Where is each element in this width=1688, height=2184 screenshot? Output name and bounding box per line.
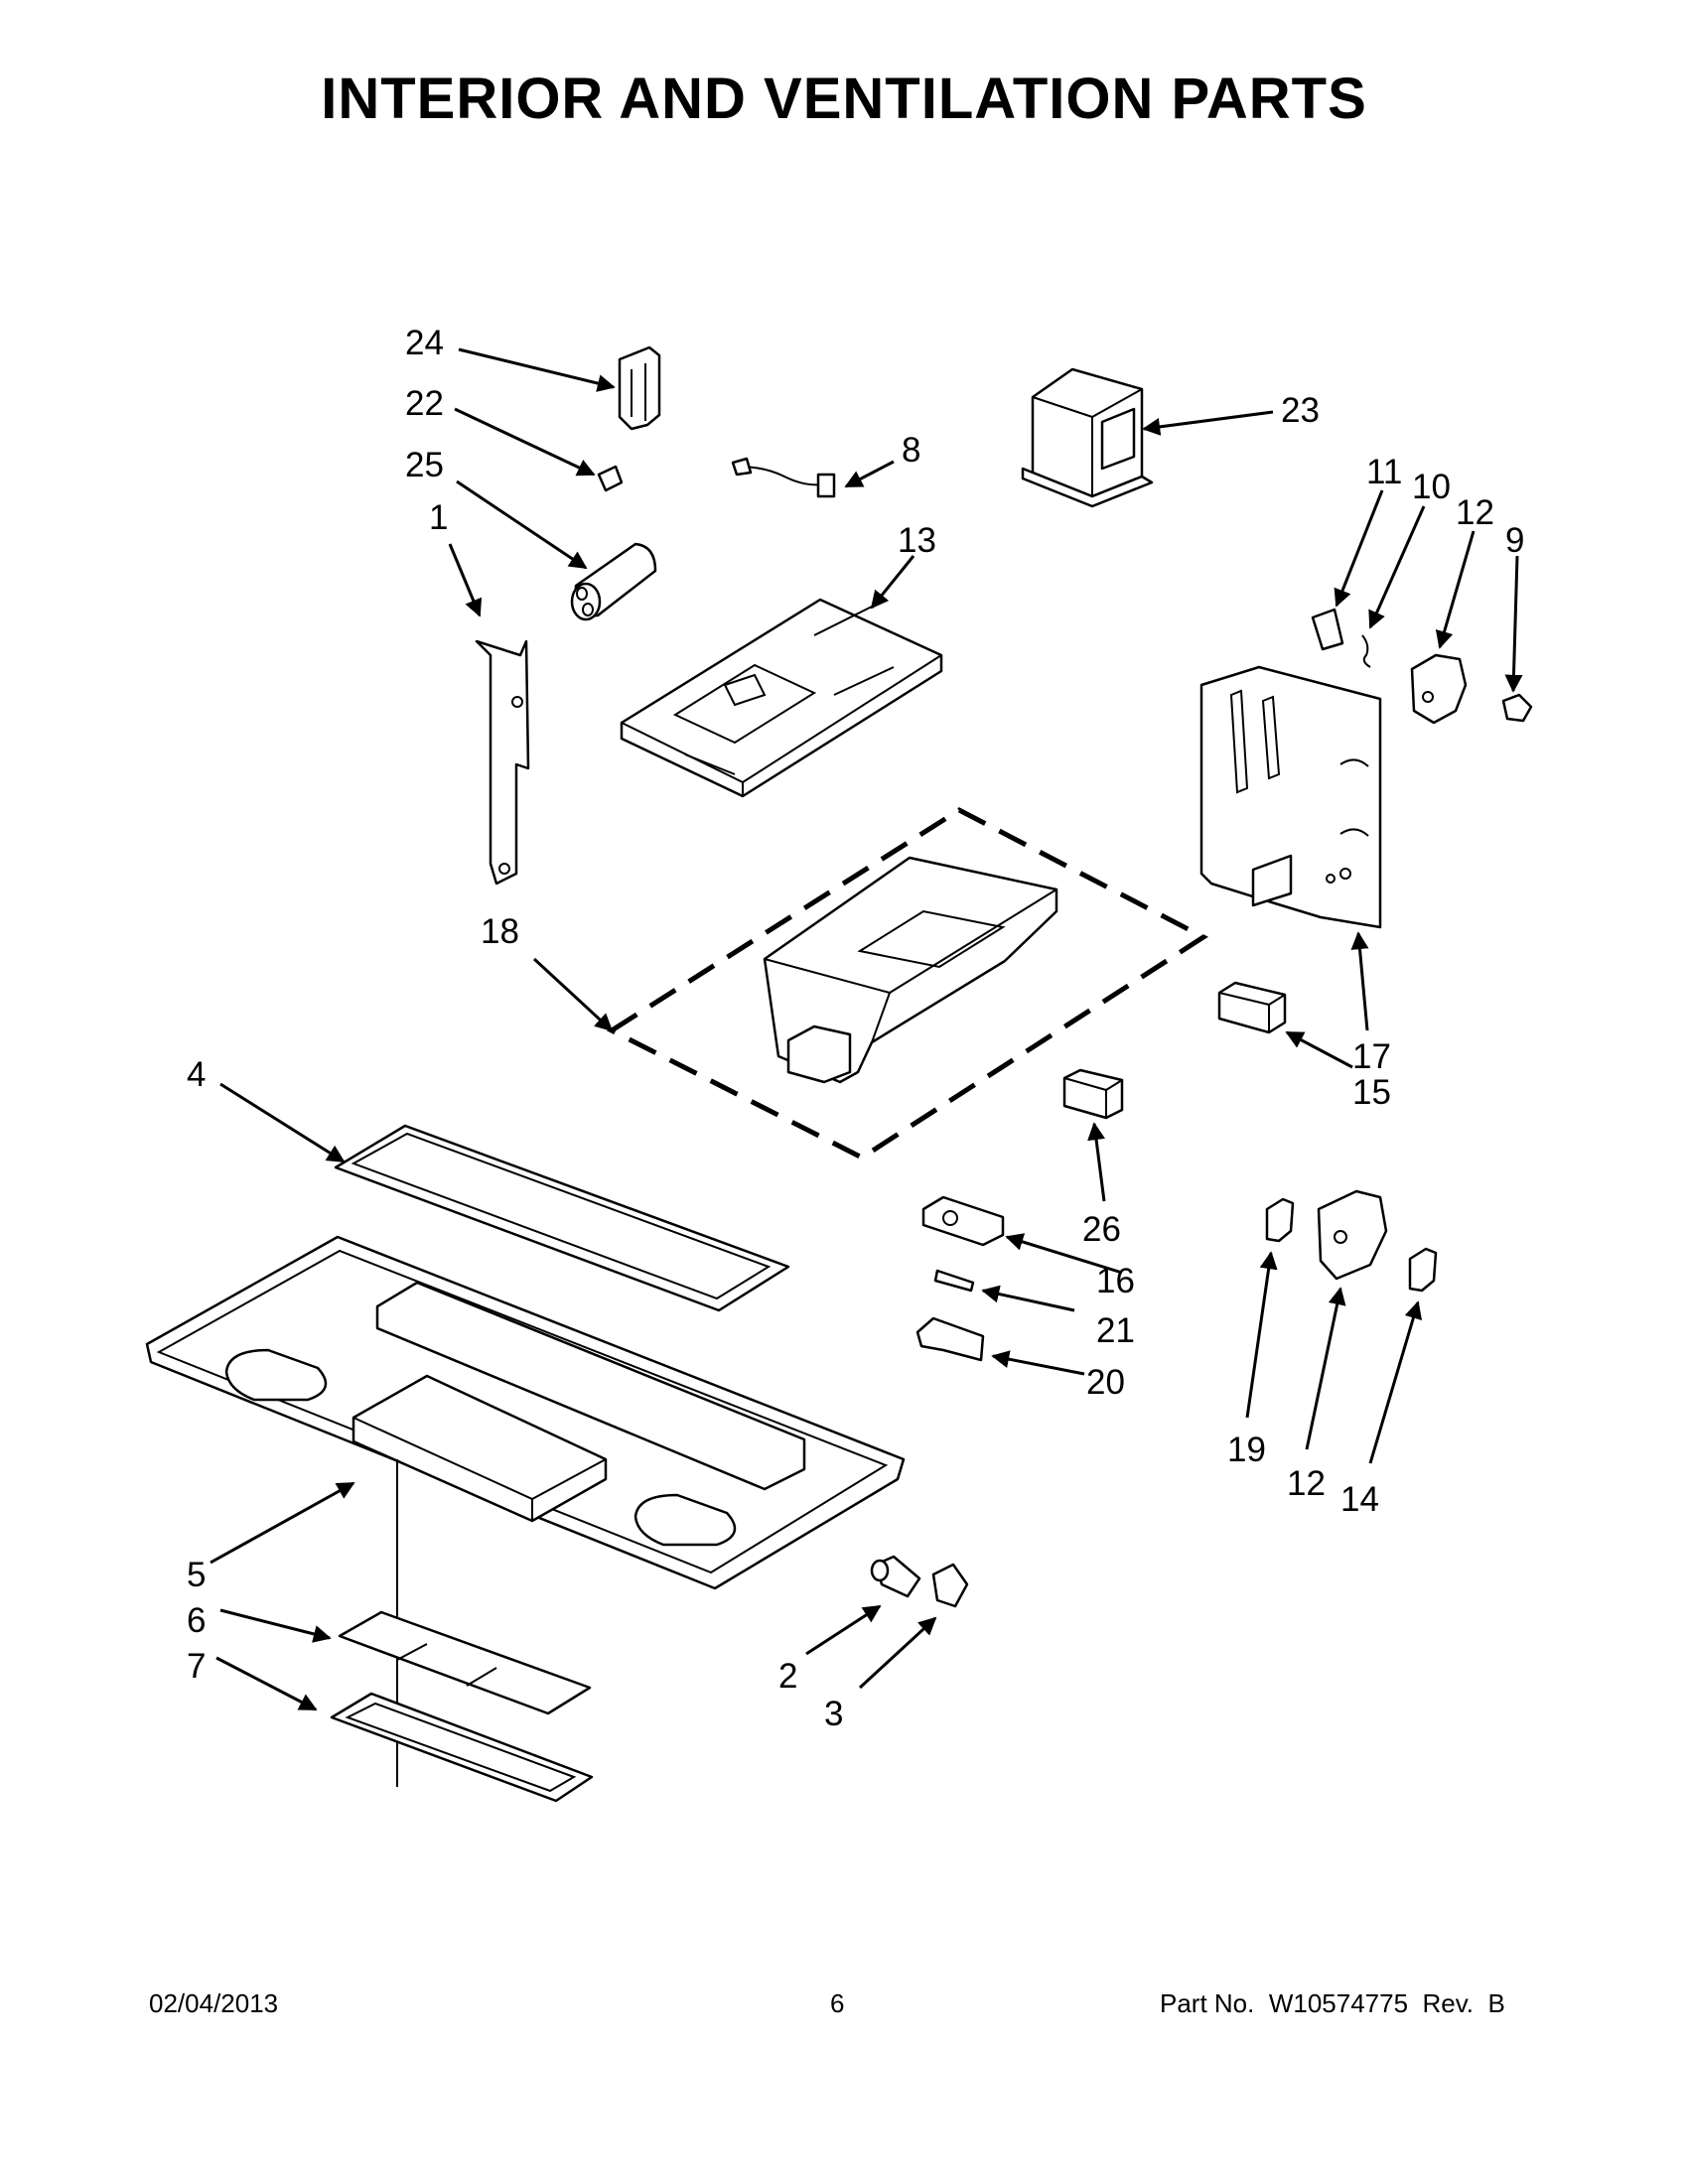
part-18-assembly [606, 807, 1208, 1160]
callout-21: 21 [1096, 1311, 1135, 1350]
callout-18: 18 [481, 912, 519, 951]
part-13-chassis-plate [620, 598, 943, 798]
callout-15: 15 [1352, 1073, 1391, 1112]
part-15-relay [1217, 981, 1287, 1034]
callout-22: 22 [405, 384, 444, 423]
part-8-wire [731, 457, 836, 498]
part-21-spring [933, 1269, 975, 1293]
part-4-filter [334, 1124, 790, 1312]
part-10-spring [1361, 634, 1371, 668]
callout-17: 17 [1352, 1037, 1391, 1076]
footer-date: 02/04/2013 [149, 1988, 279, 2018]
callout-4: 4 [187, 1055, 206, 1094]
callout-14: 14 [1340, 1480, 1379, 1519]
part-11-switch [1311, 608, 1344, 651]
part-17-panel [1199, 665, 1382, 929]
callout-8: 8 [902, 431, 920, 470]
part-1-bracket [475, 639, 530, 886]
callout-10: 10 [1412, 468, 1451, 506]
part-24-bracket [618, 345, 661, 431]
footer-page-number: 6 [830, 1988, 845, 2018]
part-22-clip [597, 465, 624, 492]
callout-11: 11 [1366, 453, 1402, 491]
callout-7: 7 [187, 1647, 206, 1686]
callout-6: 6 [187, 1601, 206, 1640]
part-19-switch [1265, 1197, 1295, 1243]
callout-16: 16 [1096, 1262, 1135, 1300]
part-7-frame [330, 1692, 594, 1803]
callout-5: 5 [187, 1556, 206, 1594]
part-12-switch-top [1410, 653, 1468, 725]
footer-part-number: Part No. W10574775 Rev. B [1160, 1988, 1505, 2018]
callout-20: 20 [1086, 1363, 1125, 1402]
callout-26: 26 [1082, 1210, 1121, 1249]
part-26-module [1062, 1068, 1124, 1120]
part-25-capacitor [570, 542, 657, 621]
part-16-board [921, 1195, 1005, 1247]
page-title: INTERIOR AND VENTILATION PARTS [321, 67, 1367, 131]
callout-9: 9 [1505, 521, 1524, 560]
callout-12-bottom: 12 [1287, 1464, 1326, 1503]
callout-1: 1 [429, 498, 448, 537]
callout-25: 25 [405, 446, 444, 484]
callout-19: 19 [1227, 1431, 1266, 1469]
callout-13: 13 [898, 521, 936, 560]
part-2-lamp-socket [870, 1555, 921, 1598]
part-9-fuse [1501, 693, 1533, 723]
part-14-switch [1408, 1247, 1438, 1293]
callout-23: 23 [1281, 391, 1320, 430]
part-20-latch [915, 1316, 985, 1362]
part-6-glass [338, 1610, 592, 1715]
part-23-transformer [1021, 367, 1154, 508]
part-5-bottom-plate [145, 1235, 906, 1787]
callout-2: 2 [778, 1657, 797, 1696]
part-12-switch-bottom [1317, 1189, 1388, 1281]
part-3-lamp [931, 1563, 969, 1608]
callout-24: 24 [405, 324, 444, 362]
callout-3: 3 [824, 1695, 843, 1733]
callout-12-top: 12 [1456, 493, 1494, 532]
